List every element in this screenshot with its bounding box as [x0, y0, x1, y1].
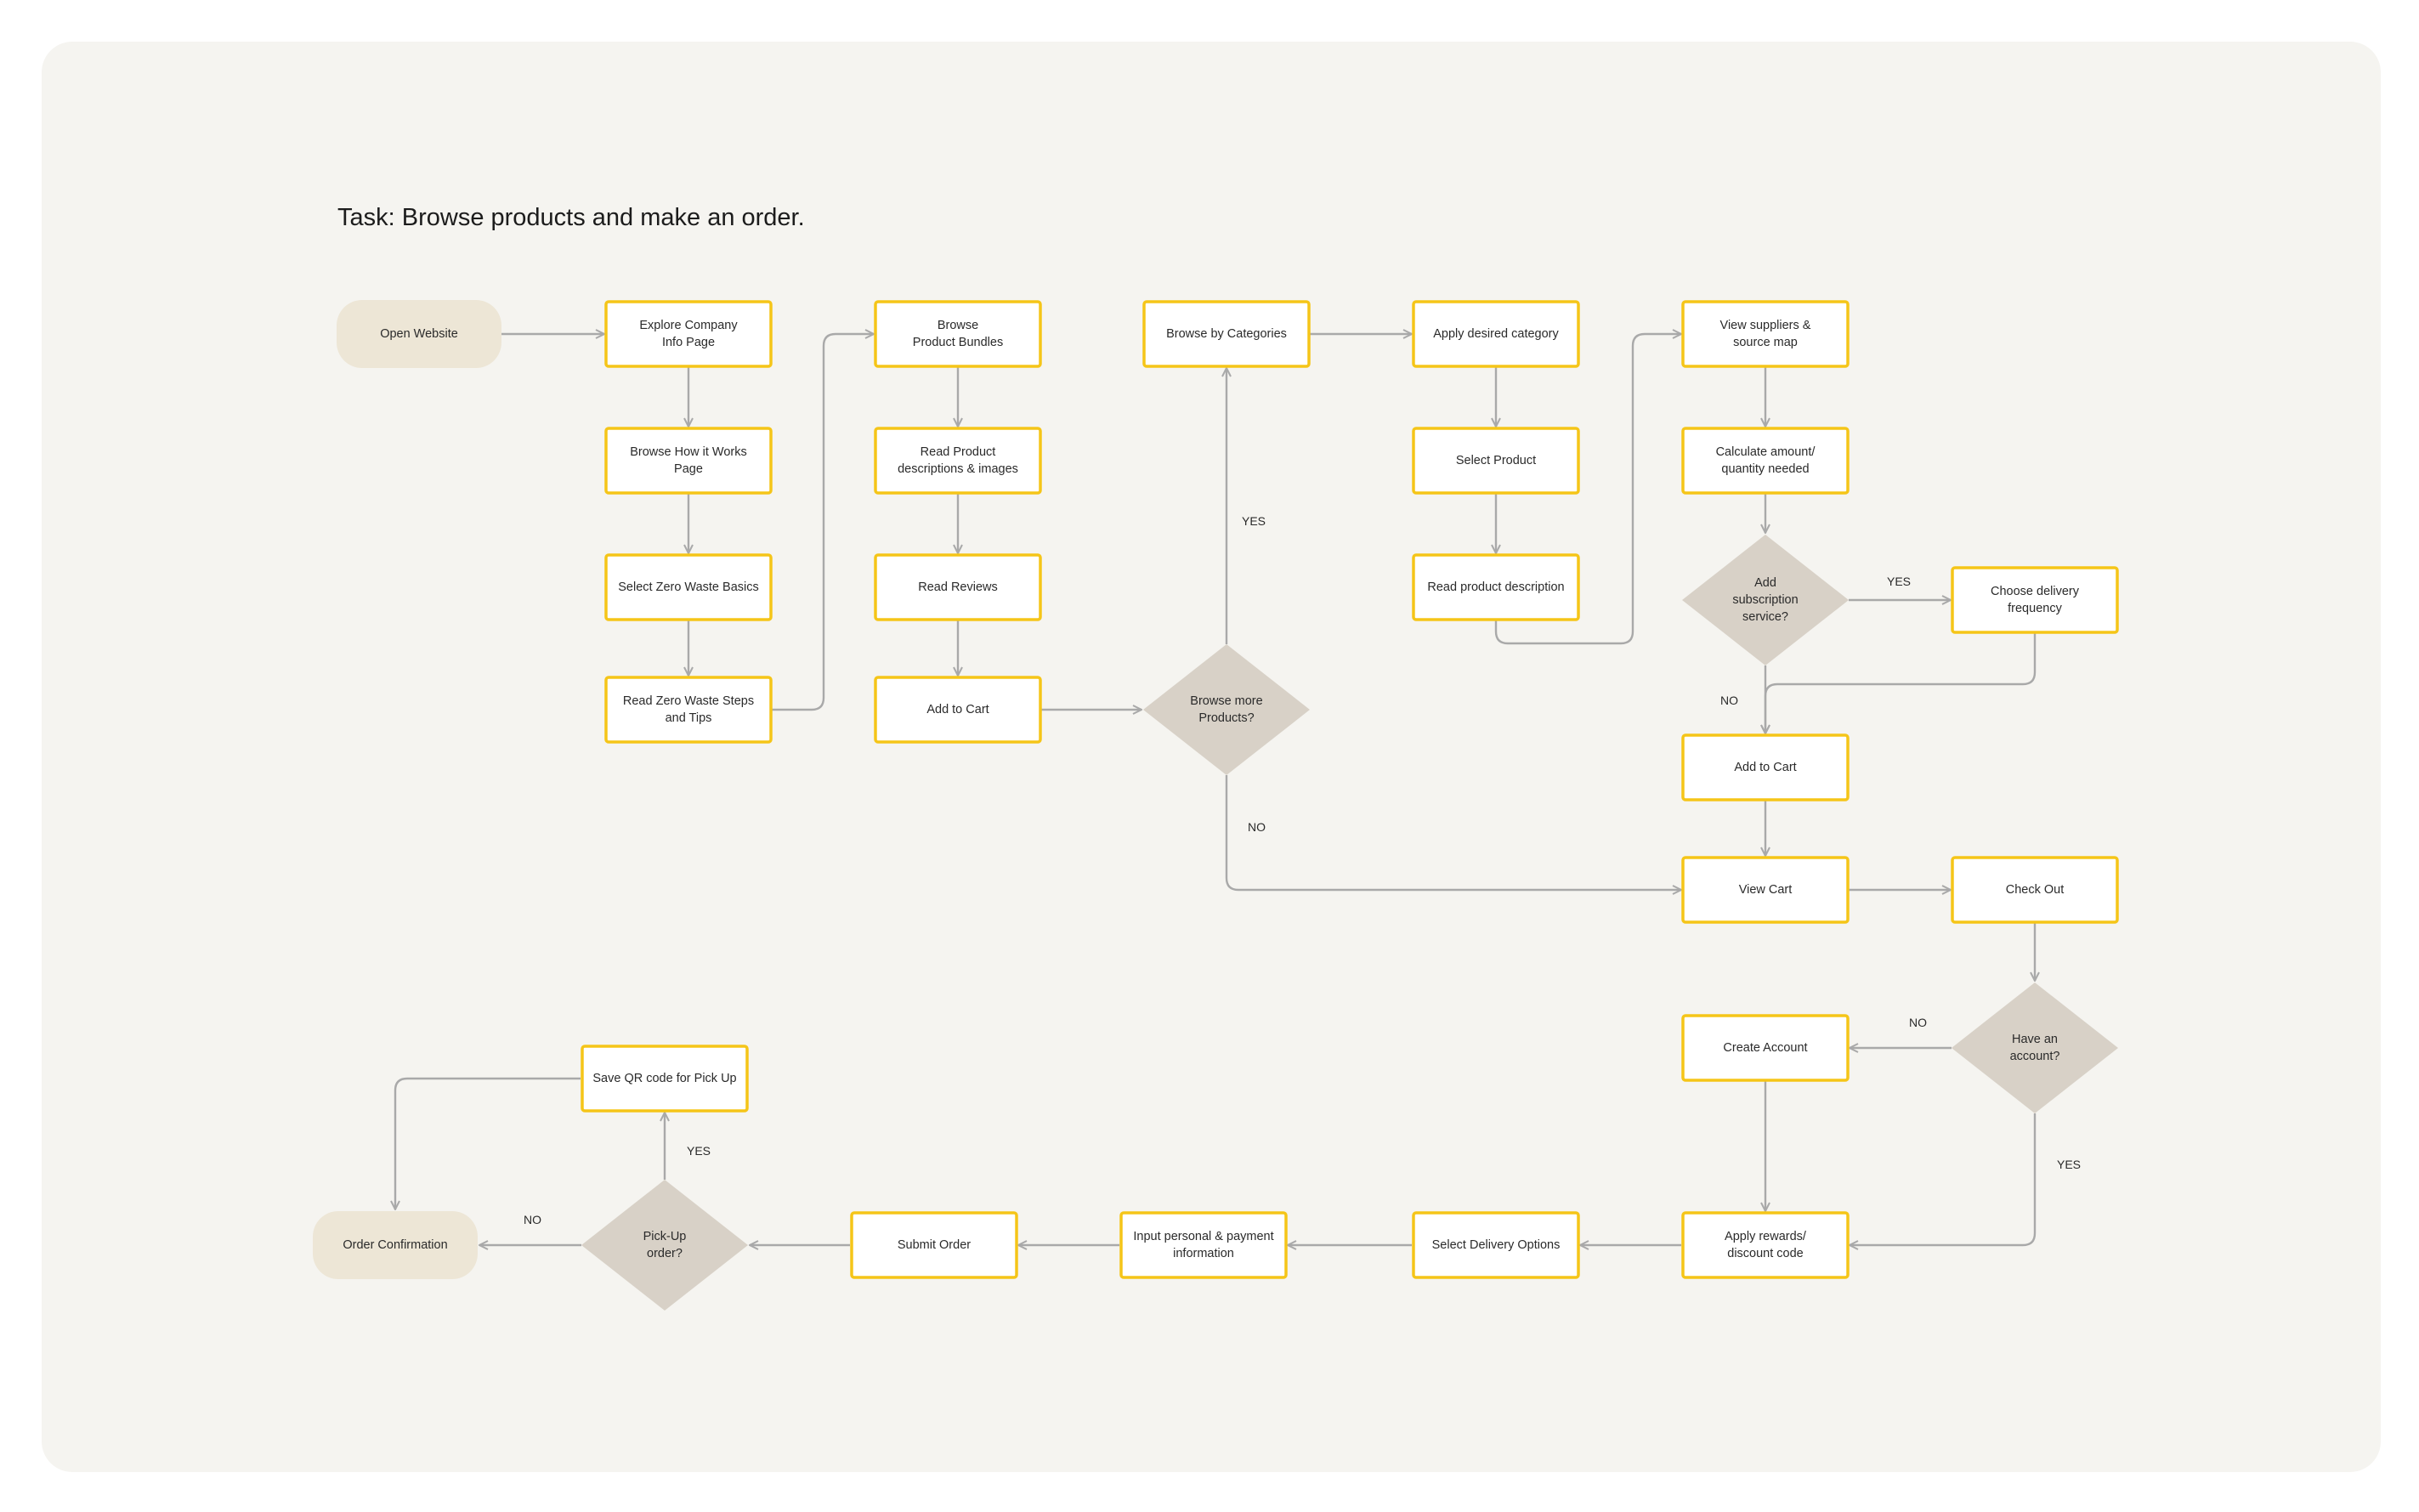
node-shape-browse-how	[604, 427, 773, 495]
node-add-subscription: Add subscription service?	[1732, 576, 1799, 624]
node-shape-input-personal	[1119, 1211, 1288, 1279]
node-shape-read-product-desc	[1412, 553, 1580, 621]
node-shape-add-subscription	[1682, 535, 1849, 665]
node-shape-select-product	[1412, 427, 1580, 495]
node-input-personal: Input personal & payment information	[1133, 1230, 1274, 1260]
node-shape-choose-delivery	[1951, 566, 2119, 634]
node-shape-open-website	[337, 300, 501, 368]
node-read-product-desc: Read product description	[1427, 580, 1565, 594]
node-shape-read-zero	[604, 676, 773, 744]
node-shape-browse-categories	[1142, 300, 1311, 368]
node-select-product: Select Product	[1455, 454, 1537, 467]
node-shape-read-reviews	[874, 553, 1042, 621]
node-shape-read-descriptions	[874, 427, 1042, 495]
edge-delivery-cart	[1765, 632, 2037, 733]
node-shape-view-cart	[1681, 856, 1850, 924]
node-pickup-order: Pick-Up order?	[643, 1230, 687, 1260]
node-shape-create-account	[1681, 1014, 1850, 1082]
node-shape-select-delivery	[1412, 1211, 1580, 1279]
diagram-title: Task: Browse products and make an order.	[337, 204, 805, 231]
node-browse-bundles: Browse Product Bundles	[912, 319, 1004, 349]
node-view-suppliers: View suppliers & source map	[1719, 319, 1811, 349]
edge-read-bundles	[771, 334, 874, 711]
node-shape-have-account	[1952, 983, 2118, 1113]
edge-browse-no	[1225, 775, 1681, 890]
node-save-qr: Save QR code for Pick Up	[592, 1072, 737, 1085]
node-shape-apply-category	[1412, 300, 1580, 368]
node-open-website: Open Website	[380, 327, 458, 341]
node-shape-browse-bundles	[874, 300, 1042, 368]
node-add-cart-1: Add to Cart	[926, 703, 989, 716]
node-select-zero: Select Zero Waste Basics	[618, 580, 759, 594]
edge-label-subscription-no: NO	[1720, 694, 1738, 707]
node-submit-order: Submit Order	[897, 1238, 972, 1252]
node-shape-explore-company	[604, 300, 773, 368]
node-create-account: Create Account	[1723, 1041, 1808, 1055]
node-select-delivery: Select Delivery Options	[1431, 1238, 1561, 1252]
edge-label-pickup-no: NO	[524, 1213, 541, 1226]
node-have-account: Have an account?	[2009, 1033, 2060, 1063]
node-shape-calculate	[1681, 427, 1850, 495]
node-shape-add-cart-2	[1681, 733, 1850, 801]
node-shape-browse-more	[1143, 644, 1310, 775]
edge-label-account-yes: YES	[2057, 1158, 2082, 1171]
edge-account-yes	[1850, 1113, 2037, 1245]
node-shape-view-suppliers	[1681, 300, 1850, 368]
node-shape-save-qr	[581, 1045, 749, 1113]
node-check-out: Check Out	[2005, 883, 2065, 897]
edge-label-browse-more-yes: YES	[1242, 514, 1266, 528]
edge-label-account-no: NO	[1909, 1016, 1927, 1029]
node-shape-check-out	[1951, 856, 2119, 924]
node-order-confirmation: Order Confirmation	[343, 1238, 448, 1252]
node-apply-category: Apply desired category	[1433, 327, 1559, 341]
node-shape-submit-order	[850, 1211, 1018, 1279]
node-shape-pickup-order	[581, 1180, 748, 1311]
edge-read-suppliers	[1494, 334, 1681, 645]
node-browse-more: Browse more Products?	[1190, 694, 1263, 725]
node-read-descriptions: Read Product descriptions & images	[898, 445, 1018, 476]
node-read-reviews: Read Reviews	[918, 580, 998, 594]
node-shape-select-zero	[604, 553, 773, 621]
node-shape-order-confirmation	[313, 1211, 478, 1279]
node-explore-company: Explore Company Info Page	[639, 319, 738, 349]
node-shape-apply-rewards	[1681, 1211, 1850, 1279]
node-read-zero: Read Zero Waste Steps and Tips	[622, 694, 755, 725]
node-browse-categories: Browse by Categories	[1166, 327, 1287, 341]
node-add-cart-2: Add to Cart	[1734, 761, 1797, 774]
edge-label-pickup-yes: YES	[687, 1144, 711, 1158]
edge-label-subscription-yes: YES	[1887, 575, 1912, 588]
node-browse-how: Browse How it Works Page	[630, 445, 747, 476]
node-apply-rewards: Apply rewards/ discount code	[1725, 1230, 1806, 1260]
node-choose-delivery: Choose delivery frequency	[1991, 585, 2079, 615]
edge-label-browse-more-no: NO	[1248, 820, 1266, 834]
edge-qr-confirmation	[395, 1077, 581, 1209]
node-calculate: Calculate amount/ quantity needed	[1715, 445, 1816, 476]
node-view-cart: View Cart	[1738, 883, 1793, 897]
node-shape-add-cart-1	[874, 676, 1042, 744]
